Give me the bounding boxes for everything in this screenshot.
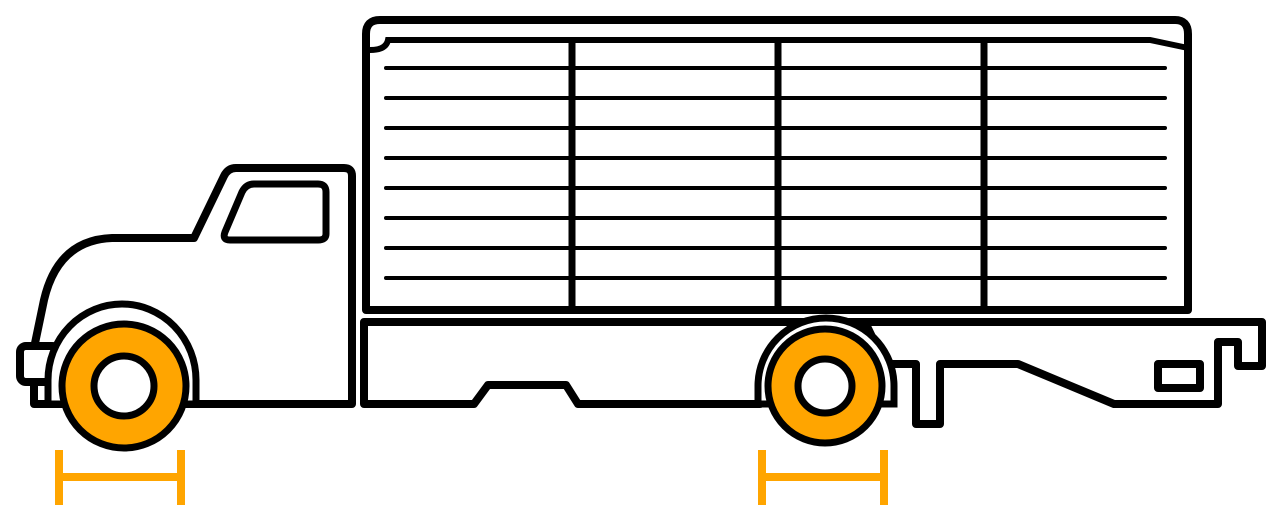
chassis-rear-light — [1154, 360, 1204, 392]
cargo-posts — [568, 38, 988, 312]
rear-hub — [794, 355, 856, 417]
rear-wheel — [764, 325, 886, 447]
front-hub — [90, 352, 158, 420]
chassis-frame — [360, 318, 1266, 428]
cargo-box — [362, 16, 1192, 314]
cab-window — [220, 180, 330, 244]
front-wheel — [58, 320, 190, 452]
rear-width-marker-icon — [758, 450, 888, 505]
cargo-box-roof-lip — [367, 37, 1191, 53]
front-width-marker-icon — [55, 450, 185, 505]
